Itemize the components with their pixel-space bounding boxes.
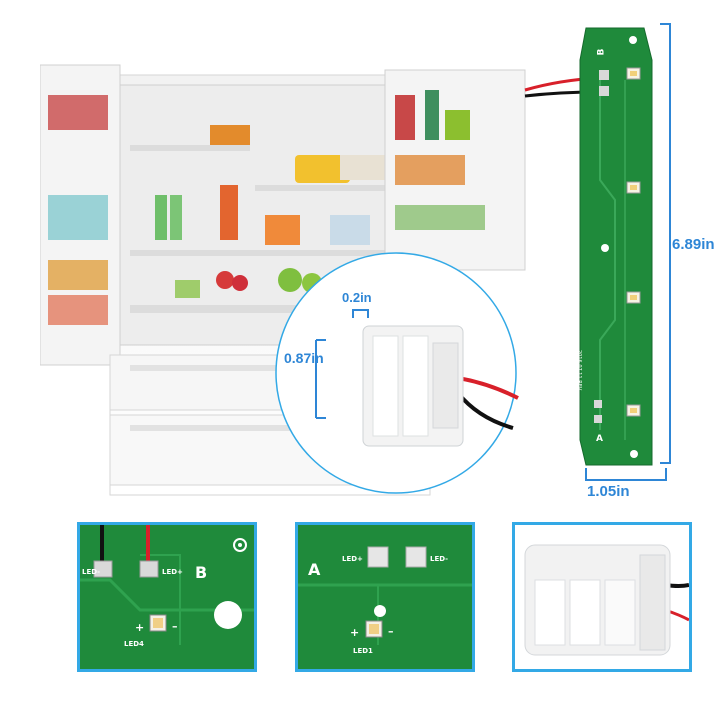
board-part-number: IS-4D64-401: [568, 350, 574, 382]
led-chip: [626, 181, 641, 194]
detail-a-led-plus-pad: LED+: [342, 555, 363, 563]
connector-housing: [362, 325, 464, 447]
detail-a-minus: –: [388, 625, 394, 638]
led-chip: [626, 67, 641, 80]
board-end-label-a: A: [596, 434, 603, 444]
detail-b-led-label: LED4: [124, 640, 144, 648]
refrigerator-illustration: [40, 64, 526, 496]
detail-b-end: LED- LED+ B + – LED4: [77, 522, 257, 672]
detail-b-traces: [80, 525, 254, 645]
detail-b-side-letter: B: [195, 563, 208, 582]
detail-a-led-label: LED1: [353, 647, 373, 655]
detail-b-led-minus-pad: LED-: [82, 568, 101, 576]
detail-a-side-letter: A: [308, 560, 321, 579]
led-chip: [626, 291, 641, 304]
connector-depth-dimension: 0.2in: [342, 290, 372, 305]
detail-b-led-plus-pad: LED+: [162, 568, 183, 576]
board-width-dimension: 1.05in: [587, 483, 630, 500]
detail-a-traces: [298, 546, 472, 645]
connector-callout: [275, 252, 519, 494]
detail-b-minus: –: [172, 620, 178, 633]
led-strip-board: [579, 27, 653, 466]
connector-height-dimension: 0.87in: [284, 350, 324, 366]
detail-connector: [512, 522, 692, 672]
detail-b-plus: +: [135, 621, 145, 634]
detail-connector-drawing: [524, 544, 689, 656]
board-length-dimension: 6.89in: [672, 236, 715, 253]
detail-a-end: A LED+ LED- + – LED1: [295, 522, 475, 672]
detail-a-plus: +: [350, 626, 360, 639]
led-chip: [626, 404, 641, 417]
board-dimension-lines: [585, 23, 671, 481]
detail-a-led-minus-pad: LED-: [430, 555, 449, 563]
